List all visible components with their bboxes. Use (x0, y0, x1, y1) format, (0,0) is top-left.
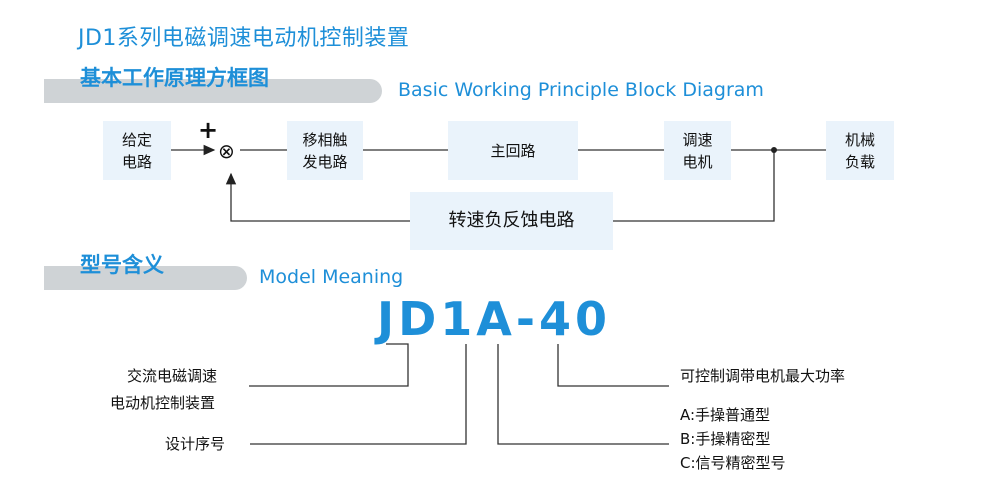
section2-bar (44, 266, 247, 290)
main-circuit-block: 主回路 (448, 121, 578, 180)
type-b-label: B:手操精密型 (680, 430, 771, 448)
summing-junction-icon: ⊗ (218, 139, 235, 163)
type-c-label: C:信号精密型号 (680, 454, 786, 472)
line-power (557, 344, 669, 387)
speed-feedback-block: 转速负反蚀电路 (410, 192, 613, 250)
section2-subtitle: Model Meaning (259, 266, 404, 288)
setpoint-circuit-block: 给定 电路 (103, 121, 171, 180)
device-label-line1: 交流电磁调速 (127, 367, 218, 385)
model-code: JD1A-40 (377, 292, 612, 346)
junction-dot (771, 147, 777, 153)
section2-title: 型号含义 (80, 253, 164, 277)
device-label-line2: 电动机控制装置 (110, 394, 216, 412)
section1-bar (44, 79, 382, 103)
design-number-label: 设计序号 (165, 435, 226, 453)
max-power-label: 可控制调带电机最大功率 (680, 367, 846, 385)
line-tap-to-feedback (613, 150, 775, 222)
arrow-feedback-to-sum (225, 172, 410, 222)
mechanical-load-block: 机械 负载 (826, 121, 894, 180)
line-type-variant (497, 344, 669, 445)
phase-shift-trigger-block: 移相触 发电路 (287, 121, 363, 180)
speed-motor-block: 调速 电机 (664, 121, 731, 180)
line-design-no (250, 344, 467, 445)
line-device-type (249, 343, 409, 387)
section1-title: 基本工作原理方框图 (80, 66, 269, 90)
plus-sign: + (198, 116, 219, 144)
page-title: JD1系列电磁调速电动机控制装置 (78, 26, 410, 51)
section1-subtitle: Basic Working Principle Block Diagram (398, 79, 764, 101)
type-a-label: A:手操普通型 (680, 406, 771, 424)
